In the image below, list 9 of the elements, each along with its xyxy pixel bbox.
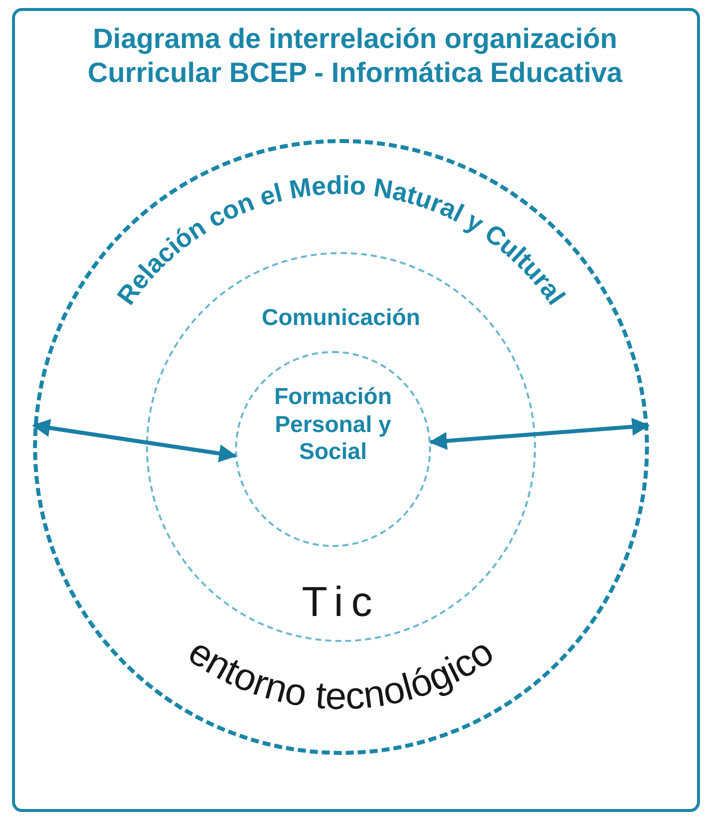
dashed-circle	[33, 139, 649, 755]
text-label: Tic	[300, 578, 382, 626]
double-arrow	[428, 418, 650, 450]
diagram-title: Diagrama de interrelación organización Curricular BCEP - Informática Educativa	[86, 22, 624, 90]
circle-label: Comunicación	[260, 304, 422, 332]
dashed-circle	[235, 351, 431, 547]
double-arrow	[32, 419, 238, 462]
curved-label: entorno tecnológico	[180, 630, 502, 718]
circle-label: Formación Personal y Social	[273, 383, 393, 466]
